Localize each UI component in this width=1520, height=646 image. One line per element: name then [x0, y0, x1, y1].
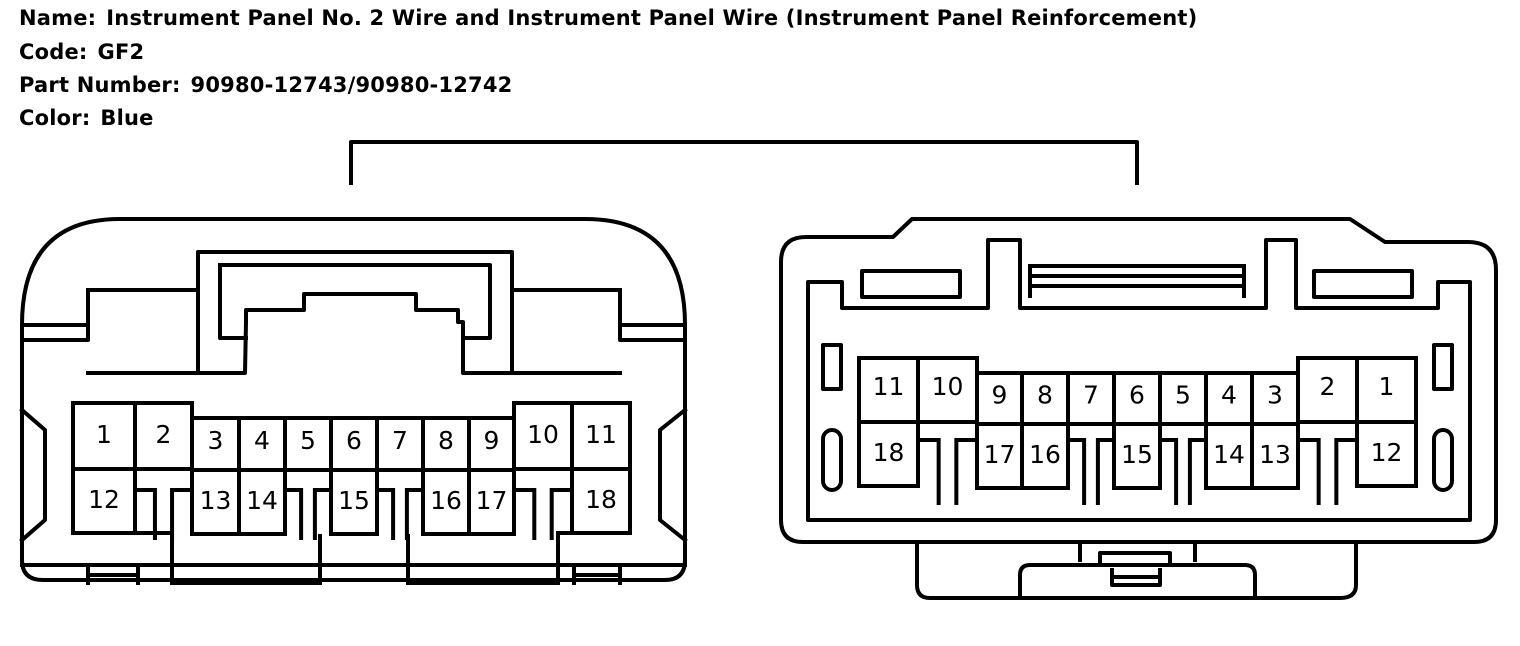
left-cavity-base: [73, 531, 630, 540]
left-pin-label: 13: [200, 486, 232, 515]
right-pin-cell: [1112, 422, 1162, 490]
right-pin-label: 9: [992, 381, 1008, 410]
left-pin-label: 1: [96, 420, 112, 449]
left-pin-label: 10: [527, 420, 559, 449]
left-pin-label: 18: [585, 485, 617, 514]
left-pin-label: 11: [585, 420, 617, 449]
right-pin-label: 13: [1259, 440, 1291, 469]
right-pin-cell: [1250, 422, 1300, 490]
code-label: Code:: [19, 40, 88, 64]
left-pin-cell: [237, 468, 287, 536]
right-pin-label: 6: [1129, 381, 1145, 410]
right-pin-cell: [857, 420, 920, 488]
right-pin-label: 7: [1083, 381, 1099, 410]
left-pin-cell: [329, 468, 379, 536]
left-pin-label: 6: [346, 426, 362, 455]
right-pin-cell: [1355, 420, 1418, 488]
right-pin-label: 17: [984, 440, 1016, 469]
name-value: Instrument Panel No. 2 Wire and Instrume…: [106, 6, 1198, 30]
left-pin-label: 16: [430, 486, 462, 515]
right-pin-label: 15: [1121, 440, 1153, 469]
color-value: Blue: [100, 106, 154, 130]
right-key-slot: [1298, 438, 1357, 505]
right-pin-cell: [1020, 422, 1070, 490]
left-pin-cell: [467, 468, 516, 536]
right-pin-label: 14: [1213, 440, 1245, 469]
right-pin-label: 5: [1175, 381, 1191, 410]
left-key-slot: [377, 488, 423, 540]
color-label: Color:: [19, 106, 91, 130]
left-pin-label: 3: [208, 426, 224, 455]
part-number-line: Part Number: 90980-12743/90980-12742: [19, 73, 513, 97]
left-pin-label: 17: [476, 486, 508, 515]
right-pin-label: 11: [873, 372, 905, 401]
right-pin-label: 2: [1320, 372, 1336, 401]
left-key-slot: [514, 488, 572, 540]
left-key-slot: [285, 488, 331, 540]
part-number-label: Part Number:: [19, 73, 181, 97]
name-line: Name: Instrument Panel No. 2 Wire and Ins…: [19, 6, 1197, 30]
right-key-slot: [1160, 438, 1206, 505]
pairing-bracket: [349, 140, 1139, 185]
right-pin-label: 18: [873, 438, 905, 467]
right-key-slot: [1068, 438, 1114, 505]
left-pin-label: 2: [156, 420, 172, 449]
right-key-slot: [918, 438, 977, 505]
right-pin-label: 3: [1267, 381, 1283, 410]
left-pin-label: 14: [246, 486, 278, 515]
name-label: Name:: [19, 6, 97, 30]
right-pin-label: 10: [932, 372, 964, 401]
left-pin-label: 4: [254, 426, 270, 455]
color-line: Color: Blue: [19, 106, 154, 130]
right-connector-housing: [779, 217, 1498, 600]
left-pin-label: 9: [484, 426, 500, 455]
left-pin-label: 8: [438, 426, 454, 455]
right-pin-label: 16: [1029, 440, 1061, 469]
right-pin-label: 4: [1221, 381, 1237, 410]
left-pin-label: 15: [338, 486, 370, 515]
left-key-slot: [135, 488, 192, 540]
left-pin-label: 12: [88, 485, 120, 514]
right-pin-label: 8: [1037, 381, 1053, 410]
left-pin-label: 5: [300, 426, 316, 455]
part-number-value: 90980-12743/90980-12742: [190, 73, 513, 97]
left-connector-housing: [19, 217, 688, 585]
right-pin-label: 1: [1379, 372, 1395, 401]
code-line: Code: GF2: [19, 40, 144, 64]
right-pin-label: 12: [1371, 438, 1403, 467]
left-pin-label: 7: [392, 426, 408, 455]
code-value: GF2: [97, 40, 145, 64]
